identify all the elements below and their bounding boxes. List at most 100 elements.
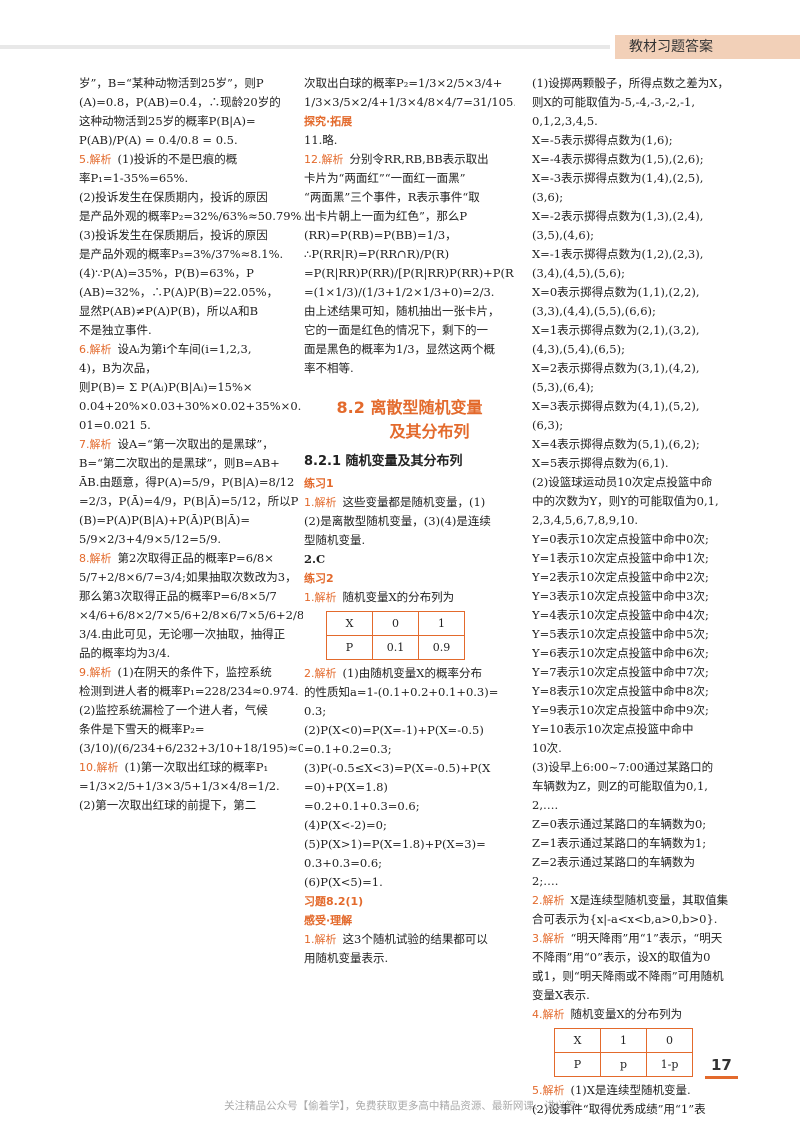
table2-cell-p: p [600, 1052, 647, 1077]
section-label-text: 习题8.2(1) [304, 895, 364, 908]
line-text: Z=2表示通过某路口的车辆数为 [532, 855, 695, 869]
line-text: (1)X是连续型随机变量. [570, 1083, 691, 1097]
line-text: X=-3表示掷得点数为(1,4),(2,5), [532, 171, 704, 185]
line-text: (3)设早上6:00~7:00通过某路口的 [532, 760, 714, 774]
page-header: 教材习题答案 [0, 35, 800, 59]
line-text: (3)P(-0.5≤X<3)=P(X=-0.5)+P(X [304, 761, 491, 775]
line-text: Y=2表示10次定点投篮中命中2次; [532, 570, 709, 584]
line-text: (2)是离散型随机变量，(3)(4)是连续 [304, 514, 491, 528]
table2-header-0: 0 [646, 1028, 693, 1053]
line-text: (1)在阴天的条件下，监控系统 [117, 665, 272, 679]
text-line: 这种动物活到25岁的概率P(B|A)= [79, 112, 303, 131]
text-line: (3)投诉发生在保质期后，投诉的原因 [79, 226, 303, 245]
text-line: 10次. [532, 739, 742, 758]
line-text: =0)+P(X=1.8) [304, 780, 388, 794]
line-text: 合可表示为{x|-a<x<b,a>0,b>0}. [532, 912, 718, 926]
section-label: 练习1 [304, 474, 515, 493]
line-text: Y=1表示10次定点投篮中命中1次; [532, 551, 709, 565]
line-text: =0.2+0.1+0.3=0.6; [304, 799, 420, 813]
text-line: Y=10表示10次定点投篮中命中 [532, 720, 742, 739]
text-line: Z=1表示通过某路口的车辆数为1; [532, 834, 742, 853]
section-label: 习题8.2(1) [304, 892, 515, 911]
line-text: 这种动物活到25岁的概率P(B|A)= [79, 114, 256, 128]
line-text: 0.04+20%×0.03+30%×0.02+35%×0. [79, 399, 302, 413]
table1-row-p: P [326, 635, 373, 660]
line-text: 出卡片朝上一面为红色”，那么P [304, 209, 468, 223]
text-line: X=-3表示掷得点数为(1,4),(2,5), [532, 169, 742, 188]
text-line: 品的概率均为3/4. [79, 644, 303, 663]
text-line: P(AB)/P(A) = 0.4/0.8 = 0.5. [79, 131, 303, 150]
line-text: (5)P(X>1)=P(X=1.8)+P(X=3)= [304, 837, 486, 851]
text-line: Y=1表示10次定点投篮中命中1次; [532, 549, 742, 568]
text-line: (4,3),(5,4),(6,5); [532, 340, 742, 359]
text-line: 5.解析(1)投诉的不是巴痕的概 [79, 150, 303, 169]
page-number-underline [705, 1076, 738, 1079]
line-text: 5/9×2/3+4/9×5/12=5/9. [79, 532, 222, 546]
text-line: (B)=P(A)P(B|A)+P(Ā)P(B|Ā)= [79, 511, 303, 530]
text-line: 是产品外观的概率P₂=32%/63%≈50.79%. [79, 207, 303, 226]
text-line: (1)设掷两颗骰子，所得点数之差为X， [532, 74, 742, 93]
line-text: (4)P(X<-2)=0; [304, 818, 387, 832]
line-text: 品的概率均为3/4. [79, 646, 171, 660]
text-line: 4.解析随机变量X的分布列为 [532, 1005, 742, 1024]
answer-tag: 1.解析 [304, 496, 337, 509]
text-line: Z=0表示通过某路口的车辆数为0; [532, 815, 742, 834]
line-text: 它的一面是红色的情况下，剩下的一 [304, 323, 488, 337]
line-text: Y=5表示10次定点投篮中命中5次; [532, 627, 709, 641]
text-line: X=5表示掷得点数为(6,1). [532, 454, 742, 473]
text-line: X=1表示掷得点数为(2,1),(3,2), [532, 321, 742, 340]
text-line: 面是黑色的概率为1/3，显然这两个概 [304, 340, 515, 359]
line-text: (6)P(X<5)=1. [304, 875, 383, 889]
line-text: (2)监控系统漏检了一个进人者，气候 [79, 703, 268, 717]
text-line: ĀB.由题意，得P(A)=5/9，P(B|A)=8/12 [79, 473, 303, 492]
page-number: 17 [711, 1056, 732, 1074]
section-label: 练习2 [304, 569, 515, 588]
line-text: “明天降雨”用“1”表示，“明天 [570, 931, 723, 945]
line-text: (4,3),(5,4),(6,5); [532, 342, 625, 356]
text-line: (2)设篮球运动员10次定点投篮中命 [532, 473, 742, 492]
section-label-text: 练习1 [304, 477, 334, 490]
line-text: (1)设掷两颗骰子，所得点数之差为X， [532, 76, 729, 90]
line-text: (5,3),(6,4); [532, 380, 595, 394]
line-text: 那么第3次取得正品的概率P=6/8×5/7 [79, 589, 277, 603]
text-line: (6,3); [532, 416, 742, 435]
line-text: (RR)=P(RB)=P(BB)=1/3， [304, 228, 457, 242]
line-text: =1/3×2/5+1/3×3/5+1/3×4/8=1/2. [79, 779, 280, 793]
answer-tag: 2.解析 [304, 667, 337, 680]
text-line: 用随机变量表示. [304, 949, 515, 968]
line-text: (AB)=32%，∴P(A)P(B)=22.05%， [79, 285, 279, 299]
line-text: Y=0表示10次定点投篮中命中0次; [532, 532, 709, 546]
line-text: (1)由随机变量X的概率分布 [342, 666, 482, 680]
text-line: “两面黑”三个事件，R表示事件“取 [304, 188, 515, 207]
line-text: 1/3×3/5×2/4+1/3×4/8×4/7=31/105. [304, 95, 515, 109]
distribution-table-1: X 0 1 P 0.1 0.9 [326, 611, 465, 660]
text-line: X=4表示掷得点数为(5,1),(6,2); [532, 435, 742, 454]
text-line: 01=0.021 5. [79, 416, 303, 435]
header-stripe [0, 45, 610, 49]
line-text: 显然P(AB)≠P(A)P(B)，所以A和B [79, 304, 259, 318]
text-line: 它的一面是红色的情况下，剩下的一 [304, 321, 515, 340]
text-line: Y=8表示10次定点投篮中命中8次; [532, 682, 742, 701]
line-text: X=3表示掷得点数为(4,1),(5,2), [532, 399, 700, 413]
section-label-text: 感受·理解 [304, 914, 353, 927]
text-line: X=0表示掷得点数为(1,1),(2,2), [532, 283, 742, 302]
line-text: 2;…. [532, 874, 559, 888]
text-line: Y=0表示10次定点投篮中命中0次; [532, 530, 742, 549]
line-text: 设A=“第一次取出的是黑球”， [117, 437, 274, 451]
table2-row-p: P [554, 1052, 601, 1077]
line-text: 01=0.021 5. [79, 418, 151, 432]
line-text: 不是独立事件. [79, 323, 152, 337]
line-text: 则X的可能取值为-5,-4,-3,-2,-1, [532, 95, 695, 109]
line-text: X=0表示掷得点数为(1,1),(2,2), [532, 285, 700, 299]
line-text: Y=8表示10次定点投篮中命中8次; [532, 684, 709, 698]
text-line: (AB)=32%，∴P(A)P(B)=22.05%， [79, 283, 303, 302]
column-right: (1)设掷两颗骰子，所得点数之差为X， 则X的可能取值为-5,-4,-3,-2,-… [532, 74, 742, 1119]
line-text: 分别令RR,RB,BB表示取出 [349, 152, 489, 166]
text-line: Y=6表示10次定点投篮中命中6次; [532, 644, 742, 663]
text-line: 变量X表示. [532, 986, 742, 1005]
line-text: (2)设事件“取得优秀成绩”用“1”表 [532, 1102, 706, 1116]
line-text: (6,3); [532, 418, 564, 432]
line-text: 这3个随机试验的结果都可以 [342, 932, 488, 946]
text-line: 9.解析(1)在阴天的条件下，监控系统 [79, 663, 303, 682]
text-line: X=-1表示掷得点数为(1,2),(2,3), [532, 245, 742, 264]
